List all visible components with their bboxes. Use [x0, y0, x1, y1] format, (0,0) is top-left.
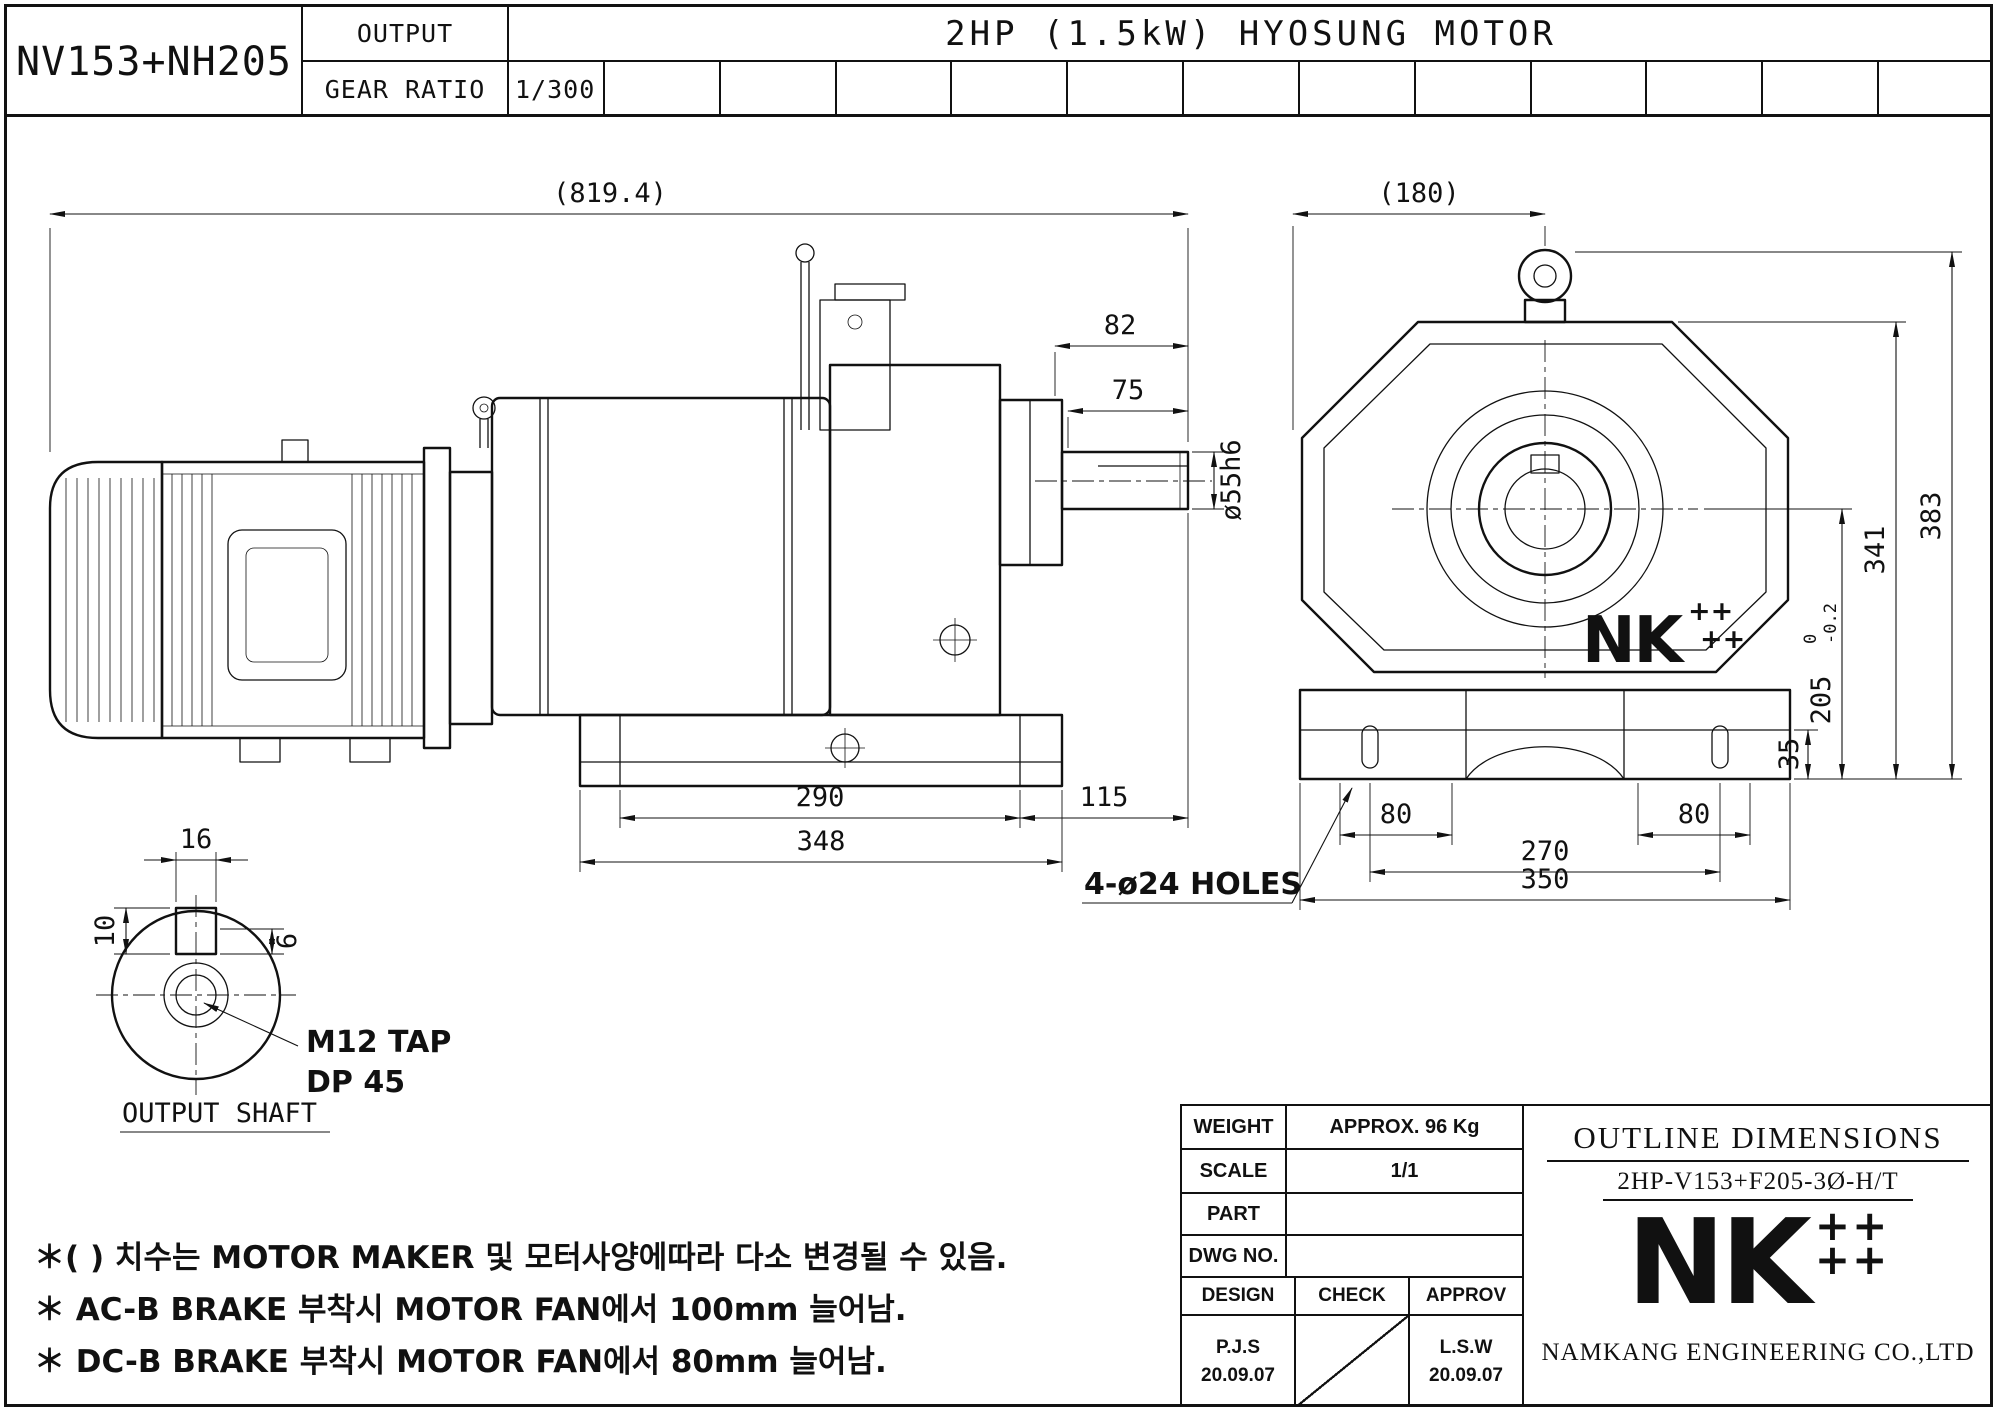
design-name: P.J.S: [1215, 1336, 1261, 1358]
dim-label-80-left: 80: [1380, 799, 1413, 830]
gear-ratio-label: GEAR RATIO: [303, 62, 509, 117]
dim-label-shaft-diameter: ø55h6: [1216, 439, 1247, 520]
gearbox-housing: [490, 396, 832, 717]
approv-date: 20.09.07: [1429, 1364, 1503, 1386]
vent-plug: [800, 262, 810, 430]
dim-label-341: 341: [1860, 526, 1891, 575]
design-sign-cell: P.J.S 20.09.07: [1182, 1316, 1296, 1407]
header-table: NV153+NH205 OUTPUT GEAR RATIO 2HP (1.5kW…: [7, 7, 1993, 117]
front-view: NK ++ ++ (180) 383 341 205 0 -0.2 35 80 …: [1082, 178, 1962, 910]
motor-nameplate: [227, 529, 347, 681]
part-label: PART: [1182, 1194, 1287, 1236]
model-number: NV153+NH205: [7, 7, 303, 117]
weight-value: APPROX. 96 Kg: [1287, 1106, 1522, 1150]
model-designation: 2HP-V153+F205-3Ø-H/T: [1603, 1168, 1913, 1201]
dim-label-6: 6: [272, 933, 303, 949]
gear-ratio-value: 1/300: [509, 62, 605, 117]
weight-label: WEIGHT: [1182, 1106, 1287, 1150]
nk-logo-front-view: NK: [1582, 604, 1686, 678]
nk-logo-plus-icon: ++: [1688, 596, 1733, 627]
dim-label-180: (180): [1378, 178, 1459, 209]
motor-fan-cover: [48, 460, 164, 740]
drawing-frame: [4, 4, 1993, 1407]
scale-value: 1/1: [1287, 1150, 1522, 1194]
side-view: (819.4) 82 75 ø55h6 290 115 348: [48, 178, 1247, 872]
dim-label-115: 115: [1080, 782, 1129, 813]
mounting-hole: [1711, 725, 1729, 769]
note-line: ＊ AC-B BRAKE 부착시 MOTOR FAN에서 100mm 늘어남.: [34, 1292, 907, 1328]
note-line: ＊( ) 치수는 MOTOR MAKER 및 모터사양에따라 다소 변경될 수 …: [34, 1240, 1008, 1276]
design-date: 20.09.07: [1201, 1364, 1275, 1386]
dim-label-35: 35: [1774, 738, 1805, 771]
dim-label-270: 270: [1521, 836, 1570, 867]
dim-label-348: 348: [797, 826, 846, 857]
dim-label-82: 82: [1104, 310, 1137, 341]
check-sign-cell: [1296, 1316, 1410, 1407]
dim-label-overall-length: (819.4): [553, 178, 667, 209]
dim-label-80-right: 80: [1678, 799, 1711, 830]
title-block-table: WEIGHT APPROX. 96 Kg SCALE 1/1 PART DWG …: [1182, 1106, 1524, 1407]
base-front: [1298, 688, 1792, 781]
title-block: WEIGHT APPROX. 96 Kg SCALE 1/1 PART DWG …: [1180, 1104, 1992, 1407]
gearbox-base: [578, 713, 1064, 788]
bearing-boss: [998, 398, 1064, 567]
holes-callout: 4-ø24 HOLES: [1084, 867, 1302, 902]
output-label: OUTPUT: [303, 7, 509, 62]
dim-label-290: 290: [796, 782, 845, 813]
title-block-company-panel: OUTLINE DIMENSIONS 2HP-V153+F205-3Ø-H/T …: [1522, 1106, 1994, 1407]
output-shaft: [1060, 450, 1190, 511]
tap-callout-line2: DP 45: [306, 1065, 405, 1100]
dwg-no-value: [1287, 1236, 1522, 1278]
drawing-title: 2HP (1.5kW) HYOSUNG MOTOR: [509, 7, 1993, 62]
dim-label-205-group: 205 0 -0.2: [1801, 603, 1841, 724]
design-label: DESIGN: [1182, 1278, 1296, 1316]
nk-logo-plus-icon: ++: [1700, 624, 1745, 655]
outline-dimensions-title: OUTLINE DIMENSIONS: [1547, 1120, 1969, 1162]
company-name: NAMKANG ENGINEERING CO.,LTD: [1541, 1339, 1975, 1366]
shaft-detail-view: 16 10 6 M12 TAP DP 45 OUTPUT SHAFT: [90, 824, 451, 1133]
dim-205-tolerance-lower: -0.2: [1821, 603, 1841, 644]
dwg-no-label: DWG NO.: [1182, 1236, 1287, 1278]
motor-lifting-lug: [281, 439, 309, 463]
dim-label-16: 16: [180, 824, 213, 855]
approv-sign-cell: L.S.W 20.09.07: [1410, 1316, 1522, 1407]
approv-name: L.S.W: [1439, 1336, 1493, 1358]
dim-label-205: 205: [1806, 676, 1837, 725]
dim-label-350: 350: [1521, 864, 1570, 895]
mounting-hole: [1361, 725, 1379, 769]
note-line: ＊ DC-B BRAKE 부착시 MOTOR FAN에서 80mm 늘어남.: [34, 1344, 887, 1380]
notes-block: ＊( ) 치수는 MOTOR MAKER 및 모터사양에따라 다소 변경될 수 …: [34, 1232, 1154, 1388]
part-value: [1287, 1194, 1522, 1236]
dim-205-tolerance-upper: 0: [1801, 634, 1821, 644]
scale-label: SCALE: [1182, 1150, 1287, 1194]
motor-flange: [422, 446, 452, 750]
shaft-detail-caption: OUTPUT SHAFT: [122, 1098, 317, 1129]
motor-body: [160, 460, 426, 740]
approv-label: APPROV: [1410, 1278, 1522, 1316]
eyebolt-icon: [472, 396, 496, 420]
nk-logo-plus-icon: ++ ++: [1814, 1201, 1890, 1284]
dim-label-75: 75: [1112, 375, 1145, 406]
header-empty-cells: [605, 62, 1993, 117]
check-label: CHECK: [1296, 1278, 1410, 1316]
tap-callout-line1: M12 TAP: [306, 1025, 451, 1060]
nk-logo-text: NK: [1626, 1193, 1812, 1331]
dim-label-383: 383: [1916, 492, 1947, 541]
nk-logo: NK ++ ++: [1522, 1203, 1994, 1339]
gearbox-front-casing: [1300, 320, 1790, 674]
output-housing: [828, 363, 1002, 717]
dim-label-10: 10: [90, 915, 121, 948]
eyebolt-icon: [1517, 248, 1573, 304]
